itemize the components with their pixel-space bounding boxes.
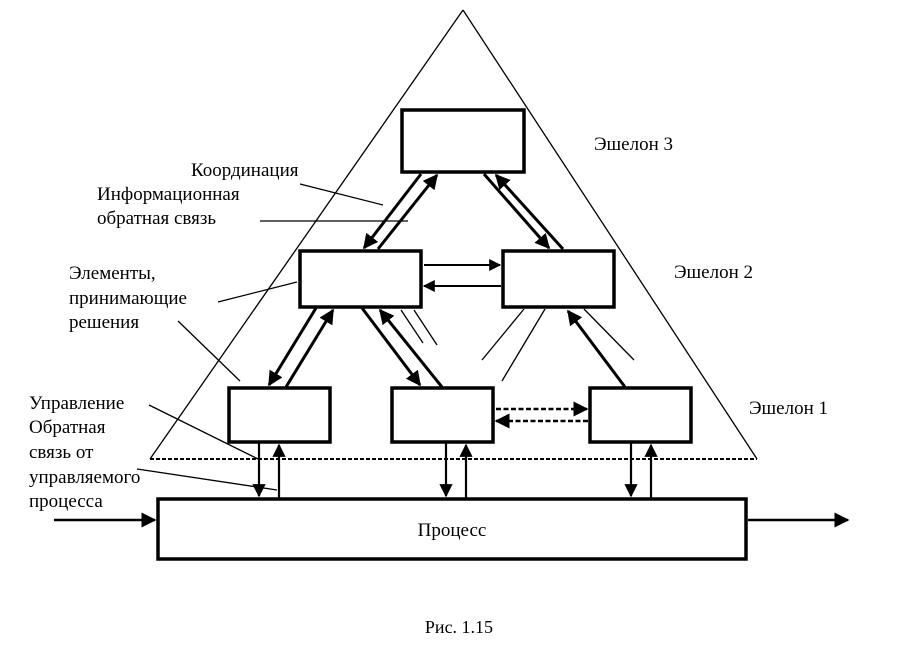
partial-link-3 — [481, 308, 525, 361]
arrow-coordination-down-right — [482, 173, 551, 250]
links-e1-process — [252, 443, 658, 498]
decision-elements-leader-2 — [177, 320, 241, 382]
echelon-2-label: Эшелон 2 — [674, 262, 753, 283]
arrow-feedback-up-right — [494, 173, 565, 251]
echelon1-box-3 — [588, 386, 693, 444]
echelon-1-label: Эшелон 1 — [749, 398, 828, 419]
partial-link-2 — [413, 309, 438, 346]
links-e2-horizontal — [422, 259, 502, 292]
echelon2-left-box — [298, 249, 423, 309]
info-feedback-label-line2: обратная связь — [97, 208, 216, 229]
echelon1-box-1 — [227, 386, 332, 444]
arrow-coordination-down-left — [362, 173, 423, 250]
partial-link-1 — [400, 309, 424, 344]
decision-elements-label-line1: Элементы, — [69, 263, 156, 284]
process-feedback-label-line2: связь от — [29, 442, 94, 463]
echelon1-box-2 — [390, 386, 495, 444]
process-feedback-label-line1: Обратная — [29, 417, 106, 438]
process-feedback-label-line4: процесса — [29, 491, 103, 512]
arrow-e1b-to-e2l-up — [378, 308, 444, 388]
echelon-3-label: Эшелон 3 — [594, 134, 673, 155]
decision-elements-label-line3: решения — [69, 312, 139, 333]
arrow-e2l-to-e1b-down — [360, 307, 422, 387]
links-e3-e2 — [362, 173, 565, 251]
echelon2-right-box — [501, 249, 616, 309]
partial-link-4 — [501, 308, 546, 382]
pyramid-left-edge — [149, 9, 464, 460]
arrow-feedback-up-left — [376, 173, 439, 250]
echelon-pyramid — [149, 9, 758, 460]
process-box — [156, 497, 748, 561]
arrow-e1a-to-e2l-up — [284, 308, 335, 388]
control-leader — [148, 404, 261, 461]
arrow-e2l-to-e1a-down — [267, 307, 318, 387]
coordination-label: Координация — [191, 160, 299, 181]
process-label: Процесс — [418, 520, 487, 541]
figure-caption: Рис. 1.15 — [425, 617, 493, 637]
arrow-e1c-to-e2r-up — [566, 309, 627, 388]
pyramid-right-edge — [462, 9, 758, 460]
echelon3-box — [400, 108, 526, 174]
decision-elements-label-line2: принимающие — [69, 288, 187, 309]
process-feedback-leader — [136, 468, 278, 491]
decision-elements-leader-1 — [217, 281, 298, 303]
process-feedback-label-line3: управляемого — [29, 467, 140, 488]
info-feedback-label-line1: Информационная — [97, 184, 240, 205]
links-e2-e1 — [267, 307, 635, 388]
links-e1-horizontal — [494, 401, 589, 429]
coordination-leader — [299, 183, 384, 206]
control-label: Управление — [29, 393, 124, 414]
partial-link-5 — [583, 308, 635, 361]
